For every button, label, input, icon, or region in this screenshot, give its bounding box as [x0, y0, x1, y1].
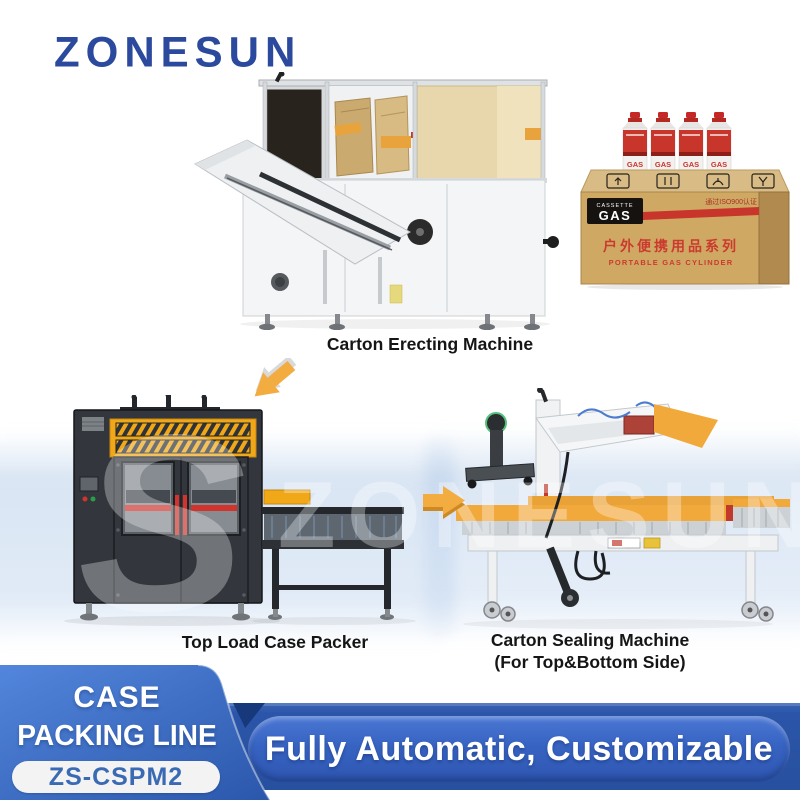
- legs-casters: [483, 546, 774, 622]
- watermark-monogram: S: [78, 383, 247, 664]
- outfeed-conveyor: [262, 489, 404, 620]
- arrow-right-icon: [423, 486, 465, 519]
- svg-text:CASSETTE: CASSETTE: [596, 203, 633, 209]
- banner-title-line1: CASE: [73, 681, 161, 714]
- caption-sealing-line1: Carton Sealing Machine: [490, 630, 690, 650]
- machine-top-frame: [258, 72, 548, 183]
- bolts: [116, 463, 246, 597]
- svg-text:PORTABLE GAS CYLINDER: PORTABLE GAS CYLINDER: [609, 258, 734, 267]
- carton-erecting-machine-image: [193, 72, 559, 330]
- packer-cabinet: [73, 409, 263, 621]
- orange-guide-wedge: [654, 404, 718, 448]
- feed-tray: [193, 139, 412, 304]
- svg-text:GAS: GAS: [599, 208, 632, 223]
- machine-feet: [259, 314, 540, 330]
- cassette-gas-label: [587, 198, 643, 224]
- tagline-text: Fully Automatic, Customizable: [264, 729, 774, 768]
- gas-canisters: GAS GAS GAS: [622, 112, 732, 179]
- canister: GAS: [622, 112, 648, 179]
- svg-text:户外便携用品系列: 户外便携用品系列: [603, 238, 739, 254]
- carton-box: CASSETTE GAS 通过ISO900认证 户外便携用品系列 PORTABL…: [580, 169, 790, 285]
- model-pill: ZS-CSPM2: [12, 761, 220, 793]
- canister: GAS: [678, 112, 704, 179]
- gas-cylinder-box-image: GAS GAS GAS: [580, 112, 790, 290]
- top-rods: [120, 395, 220, 411]
- control-box: [607, 537, 641, 549]
- control-screen: [79, 476, 99, 492]
- canister: GAS: [650, 112, 676, 179]
- cables: [544, 451, 611, 581]
- sealer-top-arm: [535, 401, 718, 453]
- banner-title-line2: PACKING LINE: [17, 720, 217, 752]
- door-handle: [175, 495, 179, 535]
- tape-roll-stand: [465, 412, 535, 489]
- svg-text:GAS: GAS: [683, 160, 699, 169]
- caption-erecting-machine: Carton Erecting Machine: [326, 334, 534, 354]
- svg-text:GAS: GAS: [711, 160, 727, 169]
- caption-sealing-line2: (For Top&Bottom Side): [494, 651, 686, 672]
- tape-head: [623, 415, 655, 435]
- caption-case-packer: Top Load Case Packer: [181, 632, 369, 652]
- orange-side-rail: [456, 505, 726, 521]
- canister: GAS: [706, 112, 732, 179]
- door-handle: [183, 495, 187, 535]
- caption-sealing-machine: Carton Sealing Machine (For Top&Bottom S…: [440, 630, 740, 674]
- zonesun-logo: ZONESUN: [54, 27, 302, 76]
- arrow-down-left-icon: [254, 358, 297, 397]
- carton-sealing-machine-image: [456, 388, 790, 629]
- carton-print-icons: [606, 173, 775, 189]
- top-load-case-packer-image: [64, 395, 416, 626]
- watermark-text: ZONESUN: [278, 462, 800, 567]
- tagline-pill: Fully Automatic, Customizable: [248, 716, 790, 782]
- model-text: ZS-CSPM2: [48, 762, 184, 791]
- svg-text:通过ISO900认证: 通过ISO900认证: [705, 197, 757, 206]
- svg-text:GAS: GAS: [655, 160, 671, 169]
- svg-text:GAS: GAS: [627, 160, 643, 169]
- sealer-conveyor: [456, 496, 790, 552]
